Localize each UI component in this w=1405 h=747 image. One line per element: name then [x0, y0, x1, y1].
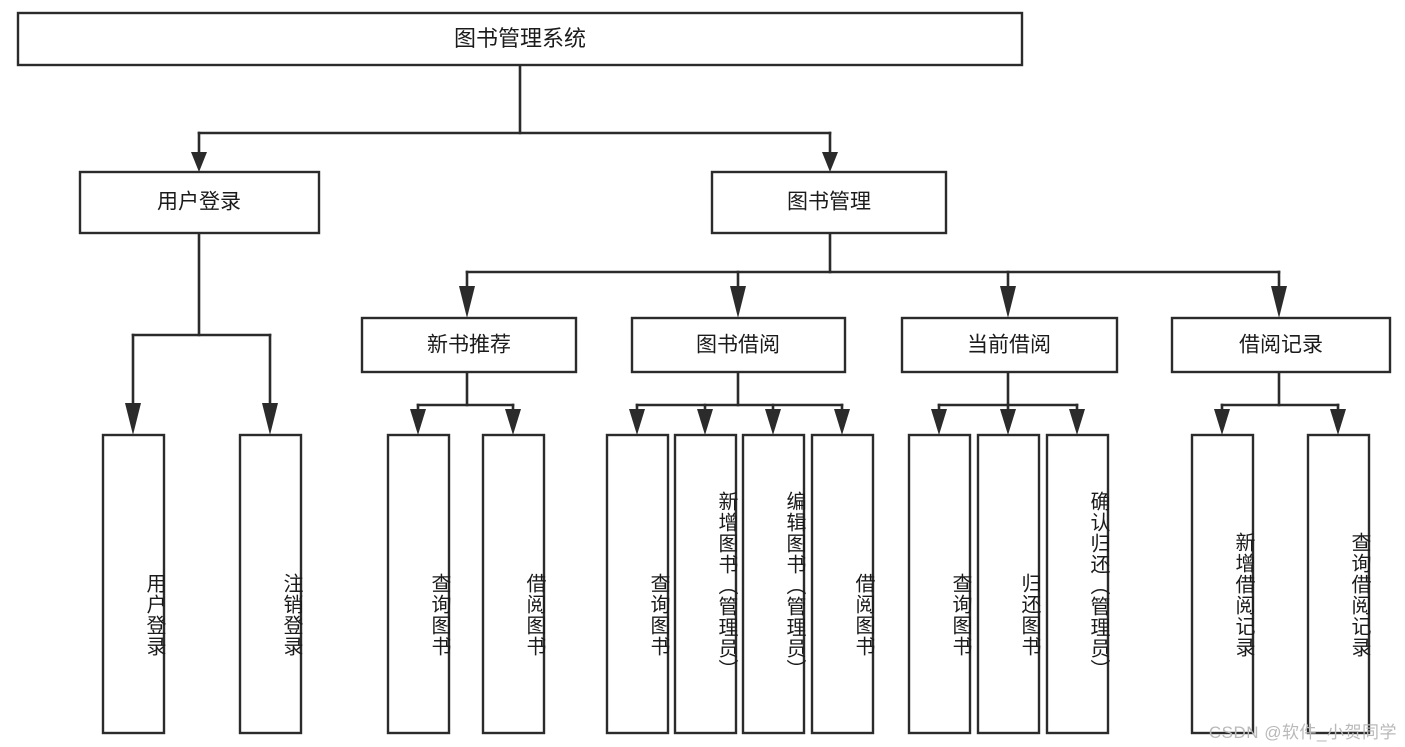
node-box-book-manage[interactable]	[710, 170, 948, 235]
node-box-book-borrow[interactable]	[630, 316, 847, 374]
arrow-head-icon	[1330, 409, 1346, 435]
node-book-borrow[interactable]: 图书借阅	[630, 316, 847, 374]
node-label-book-borrow: 图书借阅	[696, 334, 780, 357]
node-box-user-login[interactable]	[78, 170, 321, 235]
arrow-head-icon	[410, 409, 426, 435]
connector-borrowrecord-to-leaves	[1214, 370, 1346, 435]
node-box-borrow-record[interactable]	[1170, 316, 1392, 374]
node-box-leaf-user-login[interactable]	[101, 433, 166, 735]
arrow-head-icon	[459, 286, 475, 318]
arrow-head-icon	[1000, 409, 1016, 435]
node-box-leaf-borrow-book-2[interactable]	[810, 433, 875, 735]
node-root[interactable]: 图书管理系统	[16, 11, 1024, 67]
arrow-head-icon	[1069, 409, 1085, 435]
node-box-leaf-query-record[interactable]	[1306, 433, 1371, 735]
watermark-text: CSDN @软件_小贺同学	[1208, 723, 1397, 742]
connector-currentborrow-to-leaves	[931, 370, 1085, 435]
node-box-root[interactable]	[16, 11, 1024, 67]
node-label-book-manage: 图书管理	[787, 191, 871, 214]
arrow-head-icon	[1214, 409, 1230, 435]
node-user-login[interactable]: 用户登录	[78, 170, 321, 235]
connector-userlogin-to-leaves	[125, 231, 278, 435]
node-borrow-record[interactable]: 借阅记录	[1170, 316, 1392, 374]
node-box-leaf-query-book-1[interactable]	[386, 433, 451, 735]
arrow-head-icon	[697, 409, 713, 435]
node-box-leaf-query-book-2[interactable]	[605, 433, 670, 735]
leaf-group-borrow-record	[1190, 433, 1371, 735]
node-label-borrow-record: 借阅记录	[1239, 334, 1323, 357]
node-label-user-login: 用户登录	[157, 191, 241, 214]
node-box-leaf-return-book[interactable]	[976, 433, 1041, 735]
leaf-group-book-borrow	[605, 433, 875, 735]
node-box-leaf-user-logout[interactable]	[238, 433, 303, 735]
node-box-current-borrow[interactable]	[900, 316, 1119, 374]
connector-newbook-to-leaves	[410, 370, 521, 435]
arrow-head-icon	[822, 152, 838, 172]
arrow-head-icon	[125, 403, 141, 435]
arrow-head-icon	[629, 409, 645, 435]
node-new-book-recommend[interactable]: 新书推荐	[360, 316, 578, 374]
leaf-group-user-login	[101, 433, 303, 735]
connector-bookborrow-to-leaves	[629, 370, 850, 435]
arrow-head-icon	[505, 409, 521, 435]
arrow-head-icon	[730, 286, 746, 318]
node-box-leaf-query-book-3[interactable]	[907, 433, 972, 735]
connector-bookmanage-to-level2	[459, 231, 1287, 318]
arrow-head-icon	[931, 409, 947, 435]
arrow-head-icon	[765, 409, 781, 435]
node-book-manage[interactable]: 图书管理	[710, 170, 948, 235]
node-label-root: 图书管理系统	[454, 26, 586, 51]
node-label-current-borrow: 当前借阅	[967, 334, 1051, 357]
node-current-borrow[interactable]: 当前借阅	[900, 316, 1119, 374]
arrow-head-icon	[1000, 286, 1016, 318]
node-box-leaf-edit-book[interactable]	[741, 433, 806, 735]
node-label-new-book-recommend: 新书推荐	[427, 334, 511, 357]
node-box-leaf-borrow-book-1[interactable]	[481, 433, 546, 735]
node-box-leaf-add-book[interactable]	[673, 433, 738, 735]
node-box-leaf-add-record[interactable]	[1190, 433, 1255, 735]
leaf-group-new-book-recommend	[386, 433, 546, 735]
arrow-head-icon	[191, 152, 207, 172]
node-box-new-book-recommend[interactable]	[360, 316, 578, 374]
leaf-group-current-borrow	[907, 433, 1110, 735]
arrow-head-icon	[1271, 286, 1287, 318]
arrow-head-icon	[834, 409, 850, 435]
connector-root-to-level1	[191, 63, 838, 172]
node-box-leaf-confirm-return[interactable]	[1045, 433, 1110, 735]
arrow-head-icon	[262, 403, 278, 435]
